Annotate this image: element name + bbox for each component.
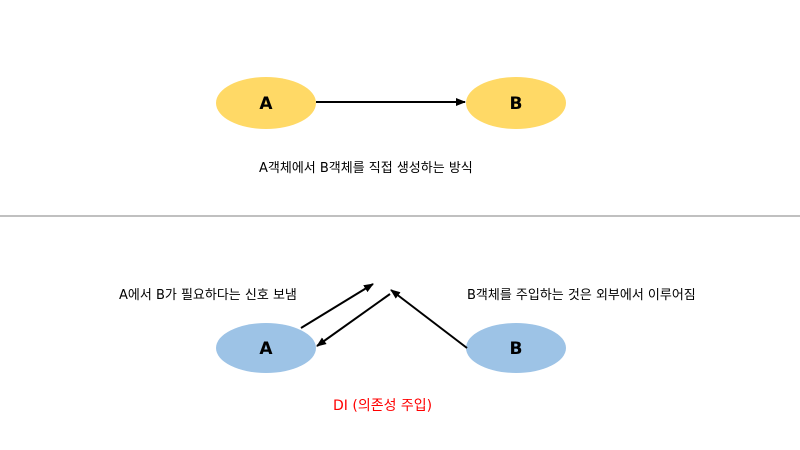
bottom-node-b — [466, 323, 566, 373]
bottom-left-caption: A에서 B가 필요하다는 신호 보냄 — [119, 288, 297, 303]
di-caption: DI (의존성 주입) — [333, 398, 433, 414]
bottom-node-b-label: B — [510, 339, 523, 359]
top-node-a-label: A — [259, 94, 273, 114]
top-node-b-label: B — [510, 94, 523, 114]
bottom-right-caption: B객체를 주입하는 것은 외부에서 이루어짐 — [467, 288, 696, 303]
b-arrow-to-center — [390, 289, 468, 349]
top-node-b — [466, 77, 566, 129]
signal-arrow-a-to-center — [300, 283, 374, 329]
bottom-node-a-label: A — [259, 339, 273, 359]
top-node-a — [216, 77, 316, 129]
inject-arrow-center-to-a — [316, 293, 391, 347]
top-caption: A객체에서 B객체를 직접 생성하는 방식 — [259, 161, 473, 176]
bottom-node-a — [216, 323, 316, 373]
